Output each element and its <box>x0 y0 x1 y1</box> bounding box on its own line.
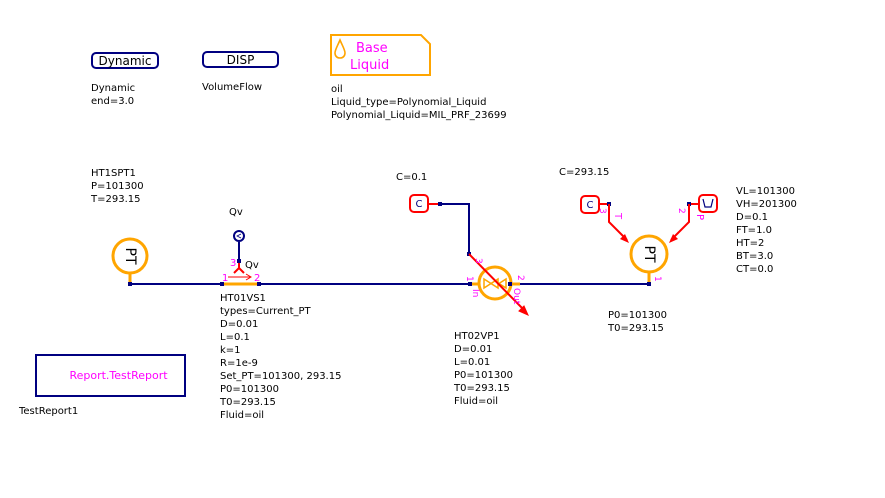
param-line: CT=0.0 <box>736 264 774 275</box>
base-liquid-block[interactable]: Base Liquid <box>330 34 431 76</box>
param-line: k=1 <box>220 345 241 356</box>
dynamic-controller[interactable]: Dynamic <box>91 52 159 69</box>
sink-pressure-source[interactable]: 2 P <box>669 194 718 243</box>
sink-constant-label: C=293.15 <box>559 167 610 178</box>
valve-pin2: 2 <box>515 275 525 281</box>
source-pt-symbol: PT <box>122 248 138 265</box>
param-line: VH=201300 <box>736 199 797 210</box>
param-line: FT=1.0 <box>736 225 772 236</box>
param-line: P0=101300 <box>454 370 513 381</box>
param-line: Liquid_type=Polynomial_Liquid <box>331 97 487 108</box>
dynamic-controller-params: Dynamic end=3.0 <box>91 82 135 108</box>
param-line: D=0.01 <box>454 344 493 355</box>
disp-controller[interactable]: DISP <box>202 51 279 68</box>
flow-probe-label: Qv <box>229 207 243 218</box>
param-line: Fluid=oil <box>454 396 499 407</box>
component-name: HT01VS1 <box>220 293 266 304</box>
param-line: VolumeFlow <box>202 82 263 93</box>
component-name: HT1SPT1 <box>91 168 136 179</box>
test-report-name: TestReport1 <box>19 406 79 417</box>
valve-pin3: 3 <box>473 258 483 264</box>
param-line: P0=101300 <box>220 384 279 395</box>
param-line: L=0.01 <box>454 357 491 368</box>
param-line: Fluid=oil <box>220 410 265 421</box>
disp-controller-params: VolumeFlow <box>202 81 262 94</box>
flow-sensor-pin1: 1 <box>222 273 228 284</box>
sink-pt-params: P0=101300 T0=293.15 <box>608 309 667 335</box>
flow-sensor-component[interactable]: 1 2 3 Qv <box>220 258 261 286</box>
sink-pin-P: P <box>694 214 705 220</box>
param-line: Dynamic <box>91 83 136 94</box>
flow-sensor-pin2: 2 <box>254 273 260 284</box>
param-line: L=0.1 <box>220 332 250 343</box>
valve-pin1: 1 <box>464 276 474 282</box>
test-report-title: Report.TestReport <box>69 369 168 382</box>
valve-pin2-name: Out <box>511 288 521 305</box>
param-line: D=0.1 <box>736 212 768 223</box>
valve-constant-source[interactable]: C <box>409 194 440 213</box>
param-line: T=293.15 <box>91 194 141 205</box>
flow-probe[interactable] <box>233 230 245 263</box>
flow-sensor-pin3: 3 <box>230 258 236 269</box>
sink-pin2: 2 <box>676 208 686 214</box>
valve-component[interactable]: 3 1 In 2 Out <box>464 253 529 316</box>
param-line: T0=293.15 <box>220 397 276 408</box>
sink-pin1: 1 <box>652 276 662 282</box>
param-line: T0=293.15 <box>454 383 510 394</box>
valve-params: HT02VP1 D=0.01 L=0.01 P0=101300 T0=293.1… <box>454 330 513 408</box>
sink-pin3: 3 <box>597 208 607 214</box>
param-line: types=Current_PT <box>220 306 311 317</box>
param-line: P=101300 <box>91 181 144 192</box>
sink-pt-symbol: PT <box>641 246 657 263</box>
param-line: oil <box>331 84 343 95</box>
valve-constant-label: C=0.1 <box>396 172 428 183</box>
disp-controller-title: DISP <box>226 53 255 67</box>
component-name: HT02VP1 <box>454 331 500 342</box>
source-pt-component[interactable]: PT <box>111 237 149 286</box>
sink-constant-symbol: C <box>587 200 594 211</box>
base-liquid-title-1: Base <box>356 41 388 56</box>
param-line: BT=3.0 <box>736 251 774 262</box>
param-line: Set_PT=101300, 293.15 <box>220 371 342 382</box>
param-line: VL=101300 <box>736 186 795 197</box>
source-pt-params: HT1SPT1 P=101300 T=293.15 <box>91 167 144 206</box>
valve-constant-symbol: C <box>416 199 423 210</box>
param-line: end=3.0 <box>91 96 135 107</box>
pressure-source-icon <box>702 198 714 208</box>
param-line: P0=101300 <box>608 310 667 321</box>
droplet-icon <box>334 37 346 59</box>
param-line: D=0.01 <box>220 319 259 330</box>
sink-pin-T: T <box>612 212 623 220</box>
base-liquid-title-2: Liquid <box>350 58 389 73</box>
flow-sensor-pin3-name: Qv <box>245 260 259 271</box>
param-line: Polynomial_Liquid=MIL_PRF_23699 <box>331 110 507 121</box>
base-liquid-params: oil Liquid_type=Polynomial_Liquid Polyno… <box>331 83 507 122</box>
sink-temperature-source[interactable]: C 3 T <box>580 195 629 243</box>
sink-pt-component[interactable]: PT 1 <box>629 234 669 286</box>
dynamic-controller-title: Dynamic <box>98 54 152 68</box>
valve-control-wire[interactable] <box>438 202 471 256</box>
flow-sensor-params: HT01VS1 types=Current_PT D=0.01 L=0.1 k=… <box>220 292 341 422</box>
param-line: R=1e-9 <box>220 358 258 369</box>
test-report-block[interactable]: Report.TestReport <box>35 354 186 397</box>
probe-icon <box>236 233 242 239</box>
pressure-source-params: VL=101300 VH=201300 D=0.1 FT=1.0 HT=2 BT… <box>736 185 797 276</box>
param-line: HT=2 <box>736 238 765 249</box>
valve-pin1-name: In <box>470 289 480 297</box>
param-line: T0=293.15 <box>608 323 664 334</box>
